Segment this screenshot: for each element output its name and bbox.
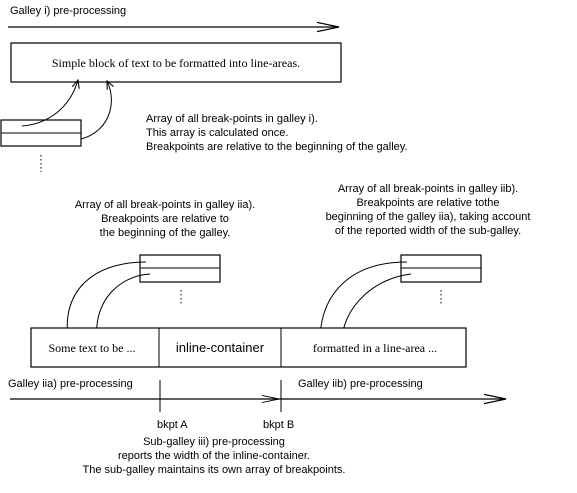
bkpt-a-label: bkpt A [157, 419, 188, 431]
sub-galley-note-line-3: The sub-galley maintains its own array o… [83, 464, 346, 476]
galley-iib-note-line-2: Breakpoints are relative tothe [356, 197, 499, 209]
line-area-segment-inline-container: inline-container [176, 340, 265, 355]
galley-i-note-line-3: Breakpoints are relative to the beginnin… [146, 141, 408, 153]
sub-galley-note-line-2: reports the width of the inline-containe… [118, 450, 310, 462]
breakpoint-arrow-i-1 [21, 80, 78, 127]
galley-iib-note-line-4: of the reported width of the sub-galley. [335, 225, 521, 237]
breakpoint-arrow-i-2 [80, 81, 111, 140]
simple-text-block-label: Simple block of text to be formatted int… [52, 56, 300, 70]
galley-i-label: Galley i) pre-processing [10, 5, 126, 17]
line-area [30, 327, 467, 368]
galley-iib-note-line-3: beginning of the galley iia), taking acc… [326, 211, 531, 223]
line-area-segment-start: Some text to be ... [49, 341, 136, 355]
breakpoint-arrow-iib-2 [342, 273, 412, 337]
galley-iia-note-line-3: the beginning of the galley. [100, 227, 231, 239]
bkpt-b-label: bkpt B [263, 419, 294, 431]
galley-iib-array-note: Array of all break-points in galley iib)… [326, 183, 531, 237]
galley-iia-label: Galley iia) pre-processing [8, 378, 133, 390]
breakpoint-arrow-iia-1 [67, 261, 147, 337]
line-area-segment-end: formatted in a line-area ... [313, 341, 437, 355]
galley-i-note-line-1: Array of all break-points in galley i). [146, 113, 318, 125]
sub-galley-note-line-1: Sub-galley iii) pre-processing [143, 436, 285, 448]
simple-text-block [10, 42, 342, 83]
galley-i-array-note: Array of all break-points in galley i). … [146, 113, 408, 153]
galley-iib-label: Galley iib) pre-processing [298, 378, 423, 390]
galley-iia-note-line-1: Array of all break-points in galley iia)… [75, 199, 255, 211]
galley-i-note-line-2: This array is calculated once. [146, 127, 288, 139]
sub-galley-note: Sub-galley iii) pre-processing reports t… [83, 436, 346, 476]
galley-iia-note-line-2: Breakpoints are relative to [101, 213, 229, 225]
galley-iib-note-line-1: Array of all break-points in galley iib)… [338, 183, 518, 195]
galley-iia-array-note: Array of all break-points in galley iia)… [75, 199, 255, 239]
breakpoint-arrow-iia-2 [97, 273, 151, 337]
breakpoint-arrow-iib-1 [320, 261, 408, 337]
